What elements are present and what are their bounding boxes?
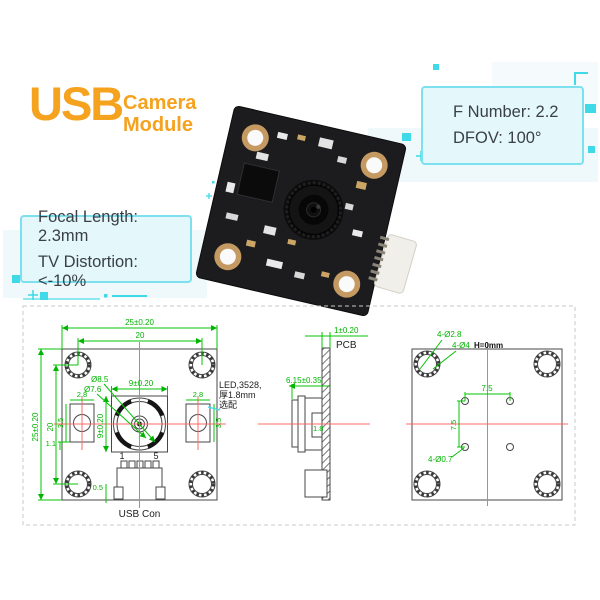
decor-square-icon bbox=[588, 146, 595, 153]
decor-dot-icon bbox=[104, 294, 108, 298]
spec-tv-distortion: TV Distortion: <-10% bbox=[38, 252, 138, 290]
dim-height-inner: 20 bbox=[46, 422, 55, 431]
subtitle-line1: Camera bbox=[123, 92, 197, 114]
dim-led-width-right: 2.8 bbox=[193, 390, 203, 399]
spec-focal-length: Focal Length: 2.3mm bbox=[38, 207, 138, 245]
height-ref-label: H=0mm bbox=[474, 341, 503, 350]
led-note-line3: 选配 bbox=[219, 399, 237, 410]
mounting-holes bbox=[214, 124, 388, 298]
dim-small-holes: 4-Ø0.7 bbox=[428, 455, 453, 464]
dim-lens-height: 9±0.20 bbox=[96, 413, 105, 438]
dim-width-outer: 25±0.20 bbox=[125, 318, 154, 327]
dim-height-outer: 25±0.20 bbox=[31, 412, 40, 441]
product-subtitle: Camera Module bbox=[123, 92, 196, 136]
dim-width-inner: 20 bbox=[136, 331, 145, 340]
pin1-label: 1 bbox=[119, 451, 124, 461]
led-note-line1: LED,3528, bbox=[219, 380, 262, 390]
dim-led-width-left: 2.8 bbox=[77, 390, 87, 399]
dim-led-height-left: 3.5 bbox=[56, 418, 65, 428]
back-dimensions: 4-Ø2.8 4-Ø4 7.5 7.5 4-Ø0.7 bbox=[419, 330, 511, 464]
dim-mount-holes-cb: 4-Ø4 bbox=[452, 341, 470, 350]
side-view: 1±0.20 6.15±0.35 1.8 PCB bbox=[258, 326, 370, 501]
dim-connector-offset: 0.5 bbox=[93, 483, 103, 492]
dim-lens-width: 9±0.20 bbox=[129, 379, 154, 388]
pin5-label: 5 bbox=[153, 451, 158, 461]
product-photo bbox=[195, 105, 417, 317]
dim-hole-pitch-v: 7.5 bbox=[449, 420, 458, 430]
dim-led-offset: 1.1 bbox=[46, 439, 56, 448]
decor-square-icon bbox=[585, 104, 596, 113]
spec-box-left: Focal Length: 2.3mm TV Distortion: <-10% bbox=[20, 208, 192, 290]
subtitle-line2: Module bbox=[123, 114, 193, 136]
front-view: 25±0.20 20 25±0.20 20 9±0.20 9±0.20 Ø8.5… bbox=[31, 318, 262, 520]
side-connector bbox=[304, 469, 328, 498]
side-dimensions: 1±0.20 6.15±0.35 1.8 bbox=[286, 326, 368, 433]
brand-logo: USB bbox=[29, 77, 124, 130]
pcb-components bbox=[225, 131, 367, 280]
decor-corner-bracket-icon bbox=[574, 72, 588, 85]
usb-con-label: USB Con bbox=[119, 509, 161, 520]
spec-f-number: F Number: 2.2 bbox=[453, 103, 559, 121]
dim-sensor: 1.8 bbox=[313, 424, 323, 433]
back-view: 4-Ø2.8 4-Ø4 7.5 7.5 4-Ø0.7 H=0mm bbox=[406, 330, 568, 506]
led-note-line2: 厚1.8mm bbox=[219, 390, 256, 400]
decor-square-icon bbox=[433, 64, 439, 70]
dim-led-height-right: 3.5 bbox=[214, 418, 223, 428]
decor-square-icon bbox=[40, 292, 48, 300]
decor-square-icon bbox=[12, 275, 20, 283]
led-note-leader bbox=[207, 406, 221, 411]
cable-connector bbox=[368, 234, 417, 294]
dim-lens-dia-inner: Ø7.6 bbox=[84, 385, 102, 394]
spec-box-right: F Number: 2.2 DFOV: 100° bbox=[421, 86, 584, 165]
spec-dfov: DFOV: 100° bbox=[453, 129, 542, 147]
main-chip bbox=[236, 162, 281, 203]
decor-square-icon bbox=[402, 133, 411, 141]
decor-cyan-left bbox=[12, 275, 147, 300]
dim-pcb-thickness: 1±0.20 bbox=[334, 326, 359, 335]
dim-hole-pitch-h: 7.5 bbox=[481, 384, 493, 393]
front-dimensions: 25±0.20 20 25±0.20 20 9±0.20 9±0.20 Ø8.5… bbox=[31, 318, 223, 503]
dim-mount-holes: 4-Ø2.8 bbox=[437, 330, 462, 339]
dim-lens-dia-outer: Ø8.5 bbox=[91, 375, 109, 384]
camera-lens bbox=[283, 179, 344, 240]
back-centerlines bbox=[406, 343, 568, 506]
pcb-label: PCB bbox=[336, 340, 357, 351]
drawing-border bbox=[22, 305, 576, 526]
led-note: LED,3528, 厚1.8mm 选配 bbox=[207, 380, 262, 411]
back-mount-holes bbox=[413, 350, 561, 498]
dim-lens-total-height: 6.15±0.35 bbox=[286, 376, 322, 385]
